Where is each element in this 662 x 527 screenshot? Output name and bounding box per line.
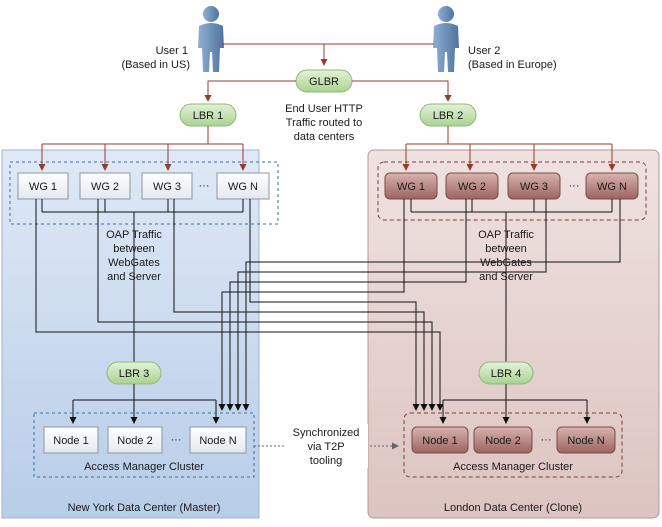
user-1-icon (198, 6, 224, 72)
left-node-1-box (43, 426, 99, 454)
user-traffic-lines (222, 43, 434, 66)
sync-note-bg (284, 424, 368, 468)
user-2-name: User 2 (468, 45, 500, 57)
traffic-note-line1: End User HTTP (285, 103, 363, 115)
right-wg-ellipsis: ··· (569, 180, 580, 192)
lbr-2-label: LBR 2 (433, 110, 464, 122)
right-wg-1-label: WG 1 (397, 181, 425, 193)
glbr-label: GLBR (309, 76, 339, 88)
right-node-1-label: Node 1 (422, 435, 457, 447)
right-oap-note-line3: WebGates (480, 257, 532, 269)
left-node-n-box (189, 426, 247, 454)
lbr-2-distribution-lines (402, 126, 616, 171)
left-cluster-label: Access Manager Cluster (84, 461, 204, 473)
right-node-2-label: Node 2 (485, 435, 520, 447)
london-dc-label: London Data Center (Clone) (444, 502, 582, 514)
left-webgate-group (9, 161, 279, 225)
traffic-note-line2: Traffic routed to (286, 117, 362, 129)
left-wg-ellipsis: ··· (199, 180, 210, 192)
right-oap-note-line1: OAP Traffic (478, 229, 534, 241)
right-node-1-box (411, 426, 469, 454)
right-access-manager-cluster (403, 412, 623, 478)
left-oap-note-line2: between (113, 243, 155, 255)
left-wg-1-box (17, 172, 69, 200)
user-1-location: (Based in US) (122, 59, 190, 71)
right-oap-note-line4: and Server (479, 271, 533, 283)
lbr-1-distribution-lines (38, 126, 247, 171)
left-wg-3-label: WG 3 (153, 181, 181, 193)
user-2-location: (Based in Europe) (468, 59, 557, 71)
new-york-dc-label: New York Data Center (Master) (68, 502, 221, 514)
lbr-3-distribution-lines (69, 384, 220, 424)
london-data-center (367, 149, 660, 519)
user-1-name: User 1 (156, 45, 188, 57)
right-wg-n-label: WG N (597, 181, 627, 193)
left-node-1-label: Node 1 (53, 435, 88, 447)
sync-note-line2: via T2P (307, 441, 344, 453)
right-node-n-label: Node N (567, 435, 604, 447)
left-node-2-box (107, 426, 163, 454)
right-node-2-box (473, 426, 533, 454)
traffic-note-line3: data centers (294, 131, 355, 143)
new-york-data-center (1, 149, 260, 519)
left-wg-2-label: WG 2 (91, 181, 119, 193)
right-wg-3-label: WG 3 (520, 181, 548, 193)
right-wg-2-label: WG 2 (458, 181, 486, 193)
left-oap-note: OAP Traffic between WebGates and Server (106, 229, 162, 283)
lbr-4-label: LBR 4 (491, 368, 522, 380)
right-node-n-box (556, 426, 616, 454)
left-wg-1-label: WG 1 (29, 181, 57, 193)
left-access-manager-cluster (33, 412, 255, 478)
sync-note-line1: Synchronized (293, 427, 360, 439)
left-oap-note-line3: WebGates (108, 257, 160, 269)
left-oap-note-line1: OAP Traffic (106, 229, 162, 241)
lbr-1-label: LBR 1 (193, 110, 224, 122)
left-wg-3-box (141, 172, 193, 200)
left-node-ellipsis: ··· (171, 434, 182, 446)
left-wg-n-label: WG N (228, 181, 258, 193)
sync-note-line3: tooling (310, 455, 342, 467)
glbr-to-lbr-lines (204, 80, 452, 102)
right-webgates: WG 1 WG 2 WG 3 ··· WG N (384, 172, 639, 200)
lbr-4-distribution-lines (439, 384, 591, 424)
left-node-n-label: Node N (199, 435, 236, 447)
left-node-2-label: Node 2 (117, 435, 152, 447)
oap-traffic-lines (35, 199, 621, 411)
left-wg-2-box (79, 172, 131, 200)
left-wg-n-box (216, 172, 270, 200)
left-oap-note-line4: and Server (107, 271, 161, 283)
right-node-ellipsis: ··· (541, 434, 552, 446)
right-cluster-label: Access Manager Cluster (453, 461, 573, 473)
user-2-icon (433, 6, 459, 72)
right-oap-note: OAP Traffic between WebGates and Server (478, 229, 534, 283)
right-webgate-group (377, 161, 647, 221)
left-webgates: WG 1 WG 2 WG 3 ··· WG N (17, 172, 270, 200)
lbr-3-label: LBR 3 (119, 368, 150, 380)
right-oap-note-line2: between (485, 243, 527, 255)
